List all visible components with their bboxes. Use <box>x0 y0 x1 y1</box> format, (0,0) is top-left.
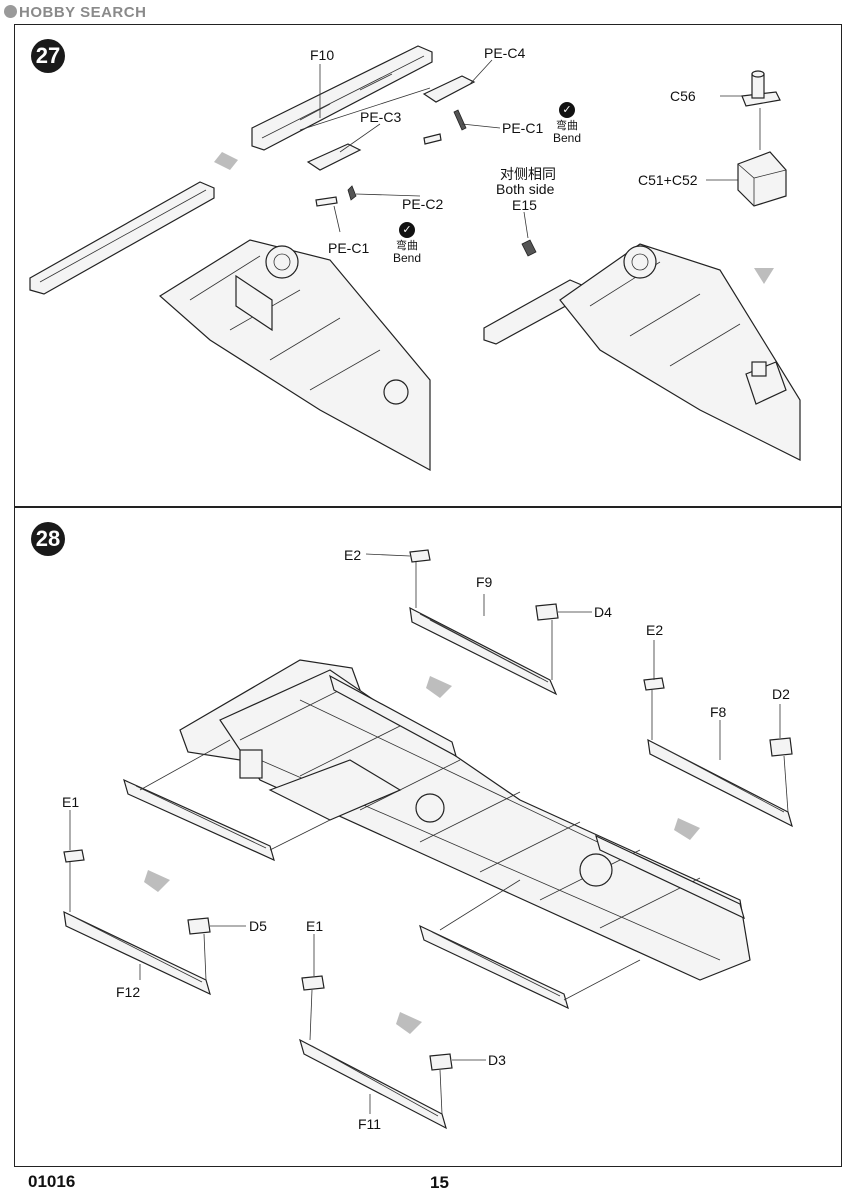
pe-plates-drawing <box>306 75 476 207</box>
bumper-f10-drawing <box>251 45 433 151</box>
bend-note-2: ✓ 弯曲 Bend <box>392 222 422 264</box>
direction-arrow-5 <box>144 870 170 892</box>
label-e15: E15 <box>512 197 537 213</box>
label-d2: D2 <box>772 686 790 702</box>
label-pe-c1-bottom: PE-C1 <box>328 240 370 256</box>
bend-icon: ✓ <box>559 102 575 118</box>
label-f10: F10 <box>310 47 335 63</box>
label-e1-left: E1 <box>62 794 80 810</box>
direction-arrow-4 <box>674 818 700 840</box>
step28-leaders <box>69 553 789 1115</box>
product-code: 01016 <box>28 1172 76 1191</box>
label-pe-c4: PE-C4 <box>484 45 526 61</box>
label-pe-c1-top: PE-C1 <box>502 120 544 136</box>
hobby-search-logo: HOBBY SEARCH <box>4 4 146 21</box>
leaf-springs-drawing <box>63 606 793 1130</box>
direction-arrow-3 <box>426 676 452 698</box>
bend-note-cn: 弯曲 <box>556 120 578 132</box>
direction-arrow-6 <box>396 1012 422 1034</box>
step-28-badge: 28 <box>31 522 65 556</box>
logo-badge-icon <box>4 5 17 18</box>
label-f8: F8 <box>710 704 727 720</box>
bend-note-1: ✓ 弯曲 Bend <box>552 102 582 144</box>
label-pe-c2: PE-C2 <box>402 196 444 212</box>
label-c56: C56 <box>670 88 696 104</box>
label-e1-bottom: E1 <box>306 918 324 934</box>
label-e2-right: E2 <box>646 622 664 638</box>
direction-arrow-1 <box>214 152 238 170</box>
label-c51-c52: C51+C52 <box>638 172 698 188</box>
step-28-panel <box>14 507 842 1167</box>
page-number: 15 <box>430 1173 449 1192</box>
label-both-side-cn: 对侧相同 <box>500 166 556 182</box>
label-e2-top: E2 <box>344 547 362 563</box>
direction-arrow-2 <box>754 268 774 284</box>
step27-leaders <box>299 59 761 239</box>
bend-icon: ✓ <box>399 222 415 238</box>
chassis-27-right-drawing <box>483 239 801 461</box>
brackets-drawing <box>63 549 793 1071</box>
step-27-panel <box>14 24 842 507</box>
c56-c51-parts-drawing <box>737 70 787 207</box>
bend-note-en: Bend <box>552 131 582 145</box>
bend-note-cn: 弯曲 <box>396 240 418 252</box>
logo-text: HOBBY SEARCH <box>19 4 147 21</box>
chassis-27-left-drawing <box>29 181 431 472</box>
label-d4: D4 <box>594 604 612 620</box>
step-27-badge: 27 <box>31 39 65 73</box>
label-pe-c3: PE-C3 <box>360 109 402 125</box>
label-both-side-en: Both side <box>496 181 555 197</box>
label-d3: D3 <box>488 1052 506 1068</box>
label-f9: F9 <box>476 574 493 590</box>
label-f11: F11 <box>358 1116 382 1132</box>
label-f12: F12 <box>116 984 141 1000</box>
label-d5: D5 <box>249 918 267 934</box>
bend-note-en: Bend <box>392 251 422 265</box>
